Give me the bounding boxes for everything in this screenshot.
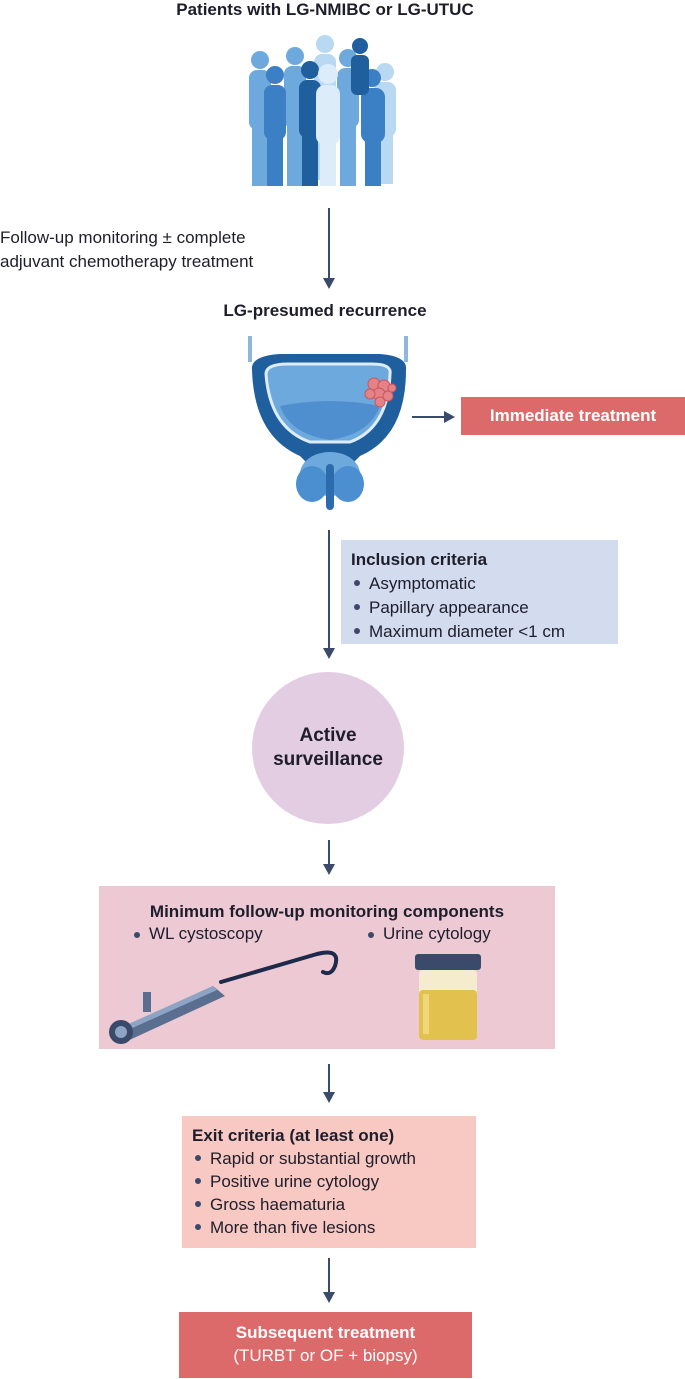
- surveillance-line2: surveillance: [273, 749, 383, 770]
- recurrence-title: LG-presumed recurrence: [223, 301, 427, 320]
- patients-group-illustration: [249, 35, 396, 186]
- bladder-illustration: [248, 336, 408, 510]
- immediate-treatment-label: Immediate treatment: [489, 406, 657, 425]
- cystoscopy-item: WL cystoscopy: [131, 924, 263, 944]
- monitoring-note: Follow-up monitoring ± complete adjuvant…: [0, 226, 253, 274]
- arrow-head: [323, 864, 335, 875]
- monitoring-note-line1: Follow-up monitoring ± complete: [0, 228, 246, 247]
- active-surveillance-circle: Active surveillance: [252, 672, 404, 824]
- subsequent-treatment-box: Subsequent treatment (TURBT or OF + biop…: [179, 1312, 472, 1378]
- monitoring-note-line2: adjuvant chemotherapy treatment: [0, 252, 254, 271]
- cytology-item: Urine cytology: [365, 924, 491, 944]
- people-icon: [249, 35, 396, 186]
- list-item: Positive urine cytology: [192, 1170, 466, 1193]
- cystoscope-icon: [109, 950, 339, 1044]
- list-item: Urine cytology: [365, 924, 491, 944]
- header-title: Patients with LG-NMIBC or LG-UTUC: [176, 0, 474, 19]
- list-item: More than five lesions: [192, 1216, 466, 1239]
- list-item: Papillary appearance: [351, 596, 608, 620]
- arrow-to-immediate: [412, 416, 444, 418]
- subsequent-treatment-subtitle: (TURBT or OF + biopsy): [233, 1346, 418, 1365]
- exit-criteria-list: Rapid or substantial growth Positive uri…: [192, 1147, 466, 1239]
- surveillance-line1: Active: [299, 725, 357, 746]
- exit-criteria-box: Exit criteria (at least one) Rapid or su…: [182, 1116, 476, 1248]
- list-item: Gross haematuria: [192, 1193, 466, 1216]
- list-item: Rapid or substantial growth: [192, 1147, 466, 1170]
- subsequent-treatment-title: Subsequent treatment: [235, 1323, 416, 1342]
- arrow-to-monitoring: [328, 840, 330, 866]
- exit-criteria-title: Exit criteria (at least one): [192, 1126, 395, 1145]
- monitoring-components-box: Minimum follow-up monitoring components …: [99, 886, 555, 1049]
- list-item: WL cystoscopy: [131, 924, 263, 944]
- arrow-head: [323, 278, 335, 289]
- arrow-to-exit: [328, 1064, 330, 1094]
- arrow-to-recurrence: [328, 208, 330, 280]
- immediate-treatment-box: Immediate treatment: [461, 397, 685, 435]
- bladder-icon: [248, 336, 408, 510]
- arrow-head: [323, 1092, 335, 1103]
- inclusion-criteria-box: Inclusion criteria Asymptomatic Papillar…: [341, 540, 618, 644]
- monitoring-components-title: Minimum follow-up monitoring components: [149, 902, 505, 921]
- inclusion-criteria-list: Asymptomatic Papillary appearance Maximu…: [351, 572, 608, 644]
- urine-sample-cup-icon: [415, 954, 481, 1040]
- tumour-icon: [364, 377, 397, 408]
- arrow-to-surveillance: [328, 530, 330, 650]
- list-item: Asymptomatic: [351, 572, 608, 596]
- arrow-head: [323, 1292, 335, 1303]
- list-item: Maximum diameter <1 cm: [351, 620, 608, 644]
- arrow-to-subsequent: [328, 1258, 330, 1294]
- inclusion-criteria-title: Inclusion criteria: [351, 550, 488, 569]
- arrow-head: [323, 648, 335, 659]
- arrow-head: [444, 411, 455, 423]
